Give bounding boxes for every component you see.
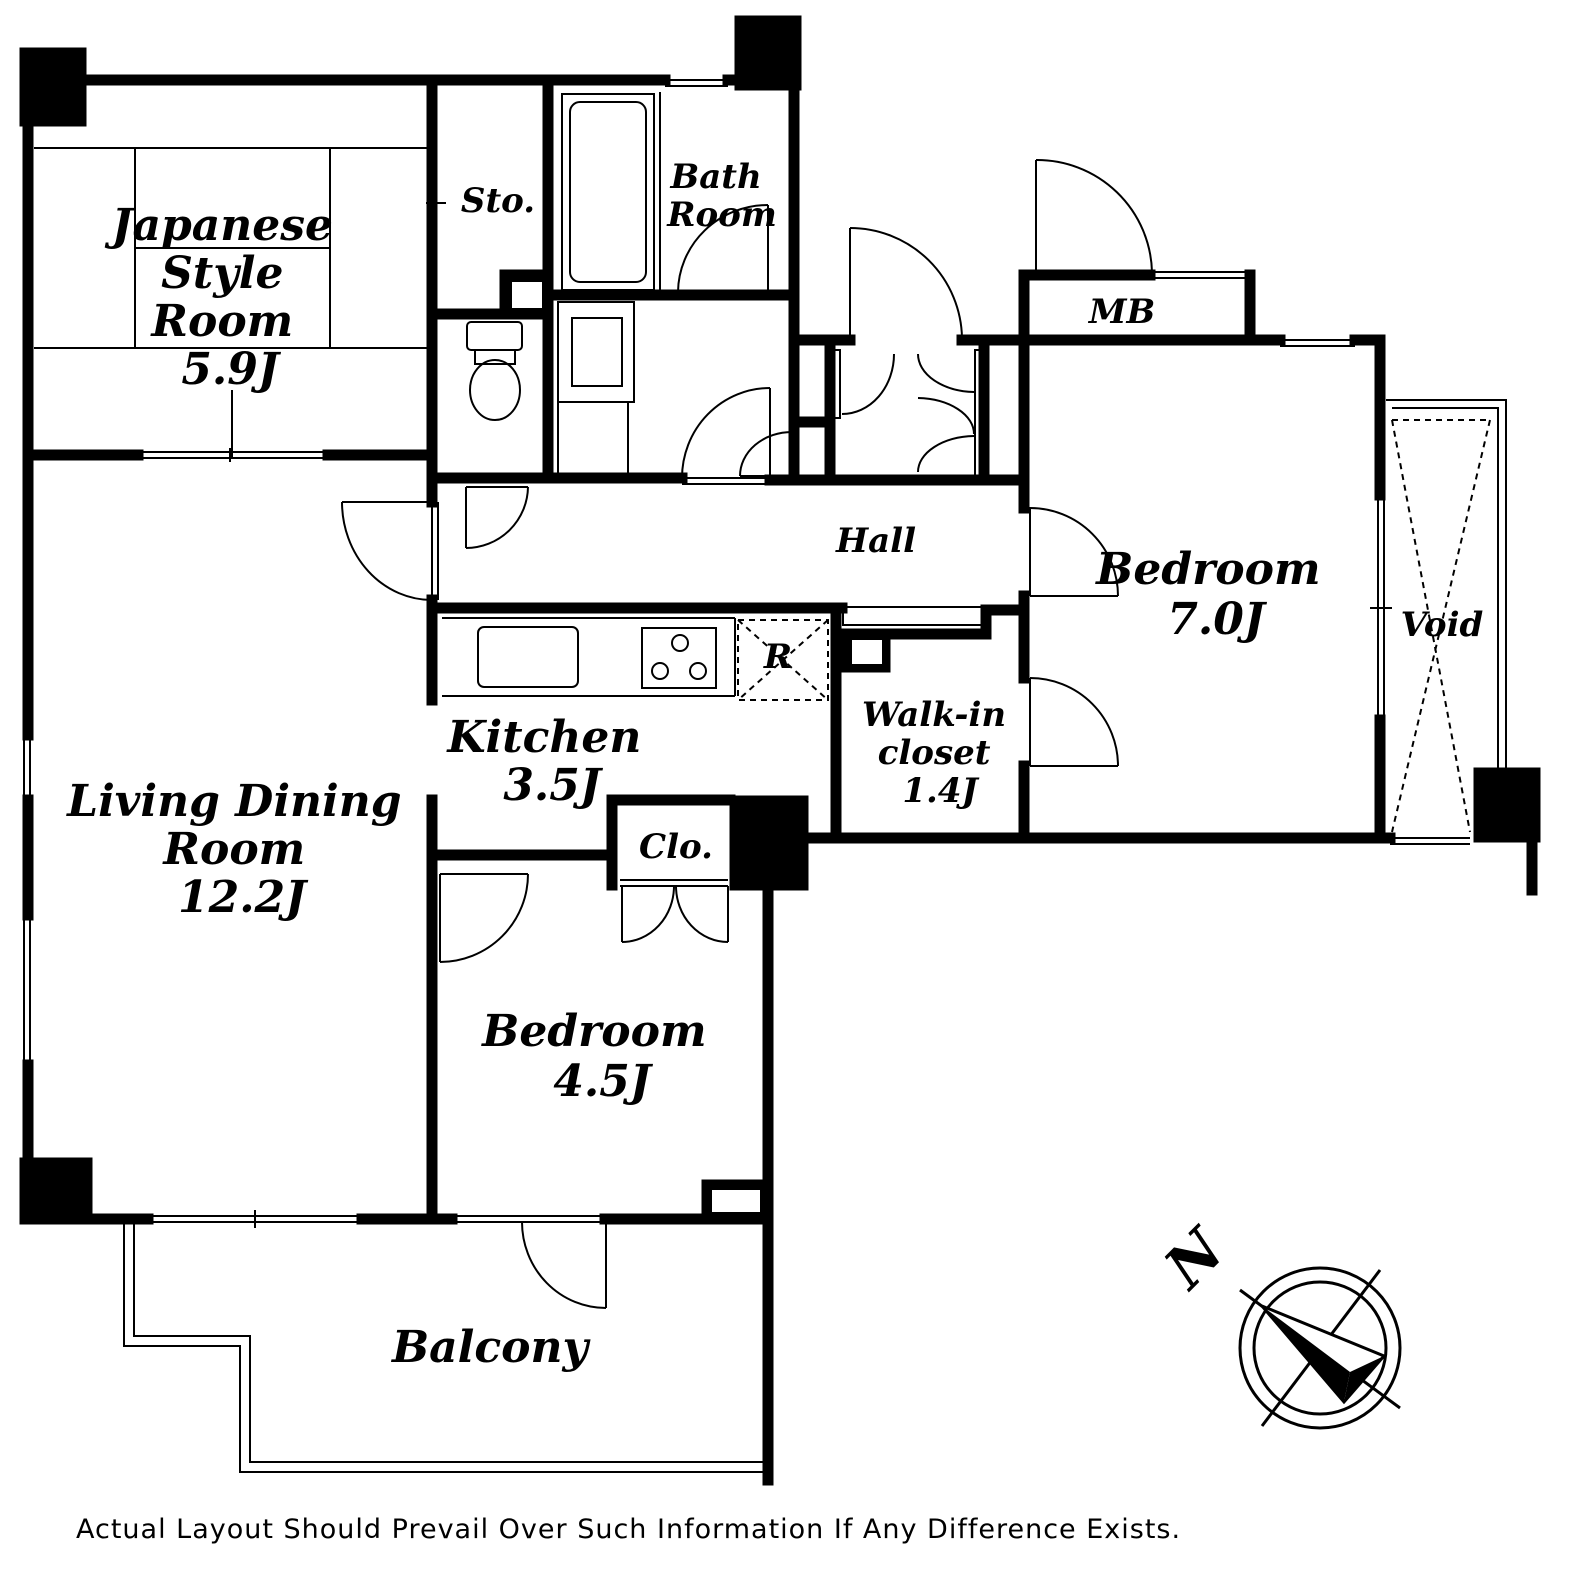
bedroom-south-label: Bedroom 4.5J (480, 1006, 722, 1107)
void-label: Void (1401, 605, 1484, 645)
bedroom-east-label: Bedroom 7.0J (1094, 544, 1336, 645)
living-dining-room-label: Living Dining Room 12.2J (65, 776, 417, 923)
refrigerator-label: R (763, 637, 792, 677)
compass-outer-ring (1238, 1266, 1402, 1430)
room-labels: Japanese Style Room 5.9J Sto. Bath Room … (65, 157, 1483, 1373)
hall-label: Hall (835, 521, 916, 561)
columns (19, 15, 1541, 1225)
compass-north-label: N (1150, 1214, 1238, 1302)
kitchen-label: Kitchen 3.5J (445, 712, 656, 811)
fixtures (23, 79, 1507, 1473)
disclaimer-notice: Actual Layout Should Prevail Over Such I… (76, 1514, 1181, 1545)
walk-in-closet-label: Walk-in closet 1.4J (862, 695, 1018, 811)
compass: N (1150, 1214, 1402, 1430)
compass-inner-ring (1252, 1280, 1388, 1416)
walls (22, 74, 1538, 1486)
bath-room-label: Bath Room (666, 157, 777, 235)
storage-label: Sto. (461, 181, 535, 221)
mb-label: MB (1088, 292, 1155, 332)
japanese-room-label: Japanese Style Room 5.9J (105, 200, 349, 395)
closet-label: Clo. (639, 827, 713, 867)
balcony-label: Balcony (390, 1322, 592, 1373)
